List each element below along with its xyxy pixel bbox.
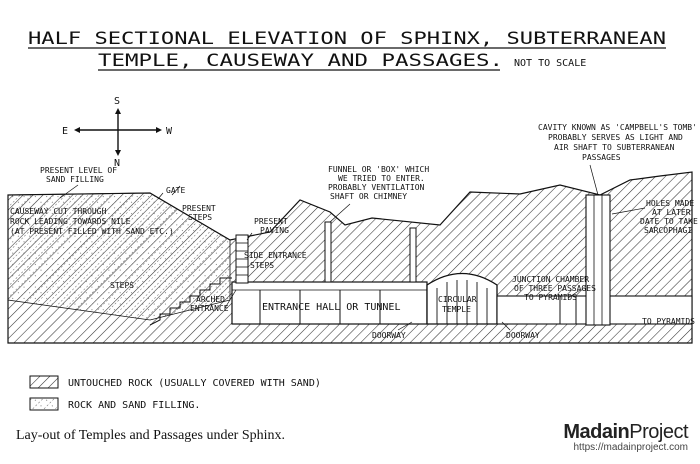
label-side-entrance-2: STEPS (250, 261, 274, 270)
brand-name: MadainProject (563, 421, 688, 444)
brand-watermark: MadainProject https://madainproject.com (563, 421, 688, 453)
label-present-level-2: SAND FILLING (46, 175, 104, 184)
label-causeway-2: ROCK LEADING TOWARDS NILE (10, 217, 131, 226)
label-funnel-2: WE TRIED TO ENTER. (338, 174, 425, 183)
label-present-steps-1: PRESENT (182, 204, 216, 213)
label-cavity-4: PASSAGES (582, 153, 621, 162)
label-funnel-4: SHAFT OR CHIMNEY (330, 192, 407, 201)
label-present-level-1: PRESENT LEVEL OF (40, 166, 117, 175)
causeway-steps (149, 277, 232, 326)
label-steps: STEPS (110, 281, 134, 290)
label-cavity-3: AIR SHAFT TO SUBTERRANEAN (554, 143, 675, 152)
junction-chamber (559, 295, 577, 325)
legend: UNTOUCHED ROCK (USUALLY COVERED WITH SAN… (29, 375, 321, 411)
label-junction-2: OF THREE PASSAGES (514, 284, 596, 293)
funnel-shaft-1 (324, 221, 332, 283)
compass-south: S (114, 96, 120, 107)
label-cavity-1: CAVITY KNOWN AS 'CAMPBELL'S TOMB' (538, 123, 697, 132)
brand-name-bold: Madain (563, 421, 630, 443)
compass-west: W (166, 126, 173, 137)
label-doorway-2: DOORWAY (506, 331, 540, 340)
campbells-tomb-shaft (585, 194, 611, 326)
label-doorway-1: DOORWAY (372, 331, 406, 340)
compass: S N E W (62, 96, 173, 169)
brand-name-regular: Project (629, 421, 688, 443)
label-arched-entrance-1: ARCHED (196, 295, 225, 304)
label-present-paving-2: PAVING (260, 226, 289, 235)
compass-east: E (62, 126, 68, 137)
label-entrance-hall: ENTRANCE HALL OR TUNNEL (262, 302, 400, 313)
label-causeway-1: CAUSEWAY CUT THROUGH (10, 207, 107, 216)
label-arched-entrance-2: ENTRANCE (190, 304, 229, 313)
label-holes-1: HOLES MADE (646, 199, 694, 208)
label-cavity-2: PROBABLY SERVES AS LIGHT AND (548, 133, 683, 142)
funnel-shaft-2 (409, 227, 417, 283)
label-funnel-3: PROBABLY VENTILATION (328, 183, 425, 192)
legend-swatch-sand (29, 397, 59, 411)
compass-north: N (114, 158, 120, 169)
label-to-pyramids: TO PYRAMIDS (642, 317, 695, 326)
sectional-diagram: HALF SECTIONAL ELEVATION OF SPHINX, SUBT… (7, 29, 698, 411)
legend-swatch-rock (29, 375, 59, 389)
title-line-1: HALF SECTIONAL ELEVATION OF SPHINX, SUBT… (28, 29, 666, 49)
label-holes-3: DATE TO TAKE (640, 217, 698, 226)
title-line-2: TEMPLE, CAUSEWAY AND PASSAGES. (98, 51, 503, 71)
scale-note: NOT TO SCALE (514, 58, 586, 69)
label-circular-temple-2: TEMPLE (442, 305, 471, 314)
label-side-entrance-1: SIDE ENTRANCE (244, 251, 307, 260)
label-gate: GATE (166, 186, 185, 195)
legend-label-rock: UNTOUCHED ROCK (USUALLY COVERED WITH SAN… (68, 378, 321, 389)
entrance-hall (231, 281, 428, 325)
label-present-paving-1: PRESENT (254, 217, 288, 226)
label-junction-1: JUNCTION CHAMBER (512, 275, 589, 284)
label-present-steps-2: STEPS (188, 213, 212, 222)
label-causeway-3: (AT PRESENT FILLED WITH SAND ETC.) (10, 227, 174, 236)
label-funnel-1: FUNNEL OR 'BOX' WHICH (328, 165, 429, 174)
label-junction-3: TO PYRAMIDS (524, 293, 577, 302)
brand-url: https://madainproject.com (573, 442, 689, 453)
figure-caption: Lay-out of Temples and Passages under Sp… (16, 428, 285, 443)
label-circular-temple-1: CIRCULAR (438, 295, 477, 304)
legend-label-sand: ROCK AND SAND FILLING. (68, 400, 200, 411)
label-holes-2: AT LATER (652, 208, 691, 217)
label-holes-4: SARCOPHAGI (644, 226, 692, 235)
circular-temple (426, 272, 498, 325)
